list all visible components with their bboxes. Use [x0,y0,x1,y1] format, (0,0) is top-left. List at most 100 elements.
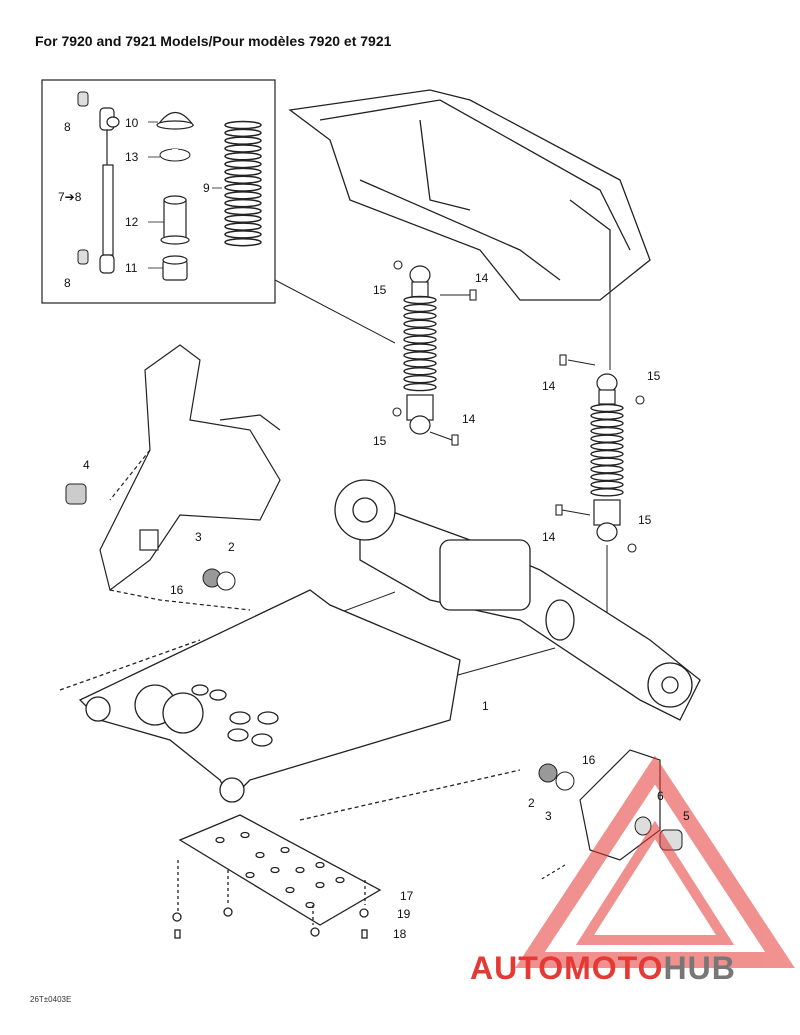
callout-14-a: 14 [475,271,489,285]
spring-coil [590,472,624,482]
callout-15-a: 15 [373,283,387,297]
spring-coil [403,319,437,328]
inset-retainer-clip [159,148,191,162]
spring-coil [403,343,437,352]
callout-14-d: 14 [542,530,556,544]
spring-coil [403,351,437,360]
spring-coil [224,206,262,216]
callout-9: 9 [203,181,210,195]
skid-plate-hole [270,866,280,874]
inset-leader-line [274,279,396,344]
spring-coil [590,449,624,459]
spring-coil [403,367,437,376]
callout-4: 4 [83,458,90,472]
inset-spring [224,120,262,247]
callout-15-c: 15 [647,369,661,383]
spring-coil [403,327,437,336]
callout-16-b: 16 [582,753,596,767]
spring-coil [224,237,262,247]
watermark-hub: HUB [663,950,736,986]
spring-coil [403,382,437,392]
skid-plate-hole [240,831,250,839]
spring-coil [403,374,437,384]
spring-coil [590,442,624,451]
spring-coil [403,295,437,305]
spring-coil [590,426,624,436]
rear-axle-assembly [334,479,701,721]
spring-coil [224,230,262,239]
watermark-text: AUTOMOTOHUB [470,950,736,987]
callout-11: 11 [125,261,138,275]
callout-2-a: 2 [228,540,235,554]
spring-coil [403,335,437,344]
rear-frame-top [288,89,651,301]
shock-absorber-right [593,373,621,542]
callout-14-b: 14 [462,412,476,426]
skid-plate-hole [245,871,255,879]
bushing-pair-right [538,763,575,791]
callout-2-b: 2 [528,796,535,810]
callout-15-d: 15 [638,513,652,527]
spring-coil [590,457,624,466]
skid-plate-hole [280,846,290,854]
skid-plate-hole [295,866,305,874]
spring-coil [590,480,624,489]
spring-coil [224,152,262,161]
inset-bushing-top [77,91,89,107]
skid-plate [172,814,382,939]
inset-spring-cup [156,111,195,130]
inset-bushing-bottom [77,249,89,265]
spring-coil [224,128,262,138]
skid-plate-hole [215,836,225,844]
watermark-moto: MOTO [564,950,664,986]
callout-6: 6 [657,789,664,803]
spring-coil [224,222,262,231]
inset-leaders [148,121,222,269]
spring-coil [224,214,262,223]
spring-coil [224,144,262,153]
skid-plate-hole [305,901,315,909]
spring-coil [224,198,262,208]
shock-absorber-left [406,265,434,435]
spring-coil [403,303,437,313]
shock-spring-left [403,295,437,392]
spring-coil [590,403,624,413]
page-title: For 7920 and 7921 Models/Pour modèles 79… [35,33,392,49]
spring-coil [403,359,437,368]
spring-coil [590,419,624,428]
inset-adjuster [162,255,188,281]
callout-19: 19 [397,907,411,921]
watermark-logo [515,755,795,968]
spring-coil [224,183,262,192]
skid-plate-hole [315,861,325,869]
spring-coil [590,434,624,443]
callout-8-bottom: 8 [64,276,71,290]
callout-14-c: 14 [542,379,556,393]
drawing-code: 26T±0403E [30,995,72,1004]
callout-7-8: 7➔8 [58,190,82,204]
skid-plate-hole [255,851,265,859]
shock-spring-right [590,403,624,497]
callout-8-top: 8 [64,120,71,134]
inset-shock-rod [99,107,120,274]
left-frame-section [99,344,281,611]
callout-15-b: 15 [373,434,387,448]
spring-coil [224,136,262,145]
spring-coil [590,411,624,420]
callout-13: 13 [125,150,139,164]
skid-plate-hole [335,876,345,884]
skid-plate-hole [285,886,295,894]
callout-5: 5 [683,809,690,823]
callout-17: 17 [400,889,414,903]
rubber-bumper [65,483,87,505]
skid-plate-hole [315,881,325,889]
inset-spacer [160,195,190,245]
spring-coil [224,120,262,130]
callout-18: 18 [393,927,407,941]
shock-detail-inset [41,79,276,304]
spring-coil [224,167,262,177]
callout-16-a: 16 [170,583,184,597]
bushing-pair-left [202,568,236,591]
callout-3-a: 3 [195,530,202,544]
